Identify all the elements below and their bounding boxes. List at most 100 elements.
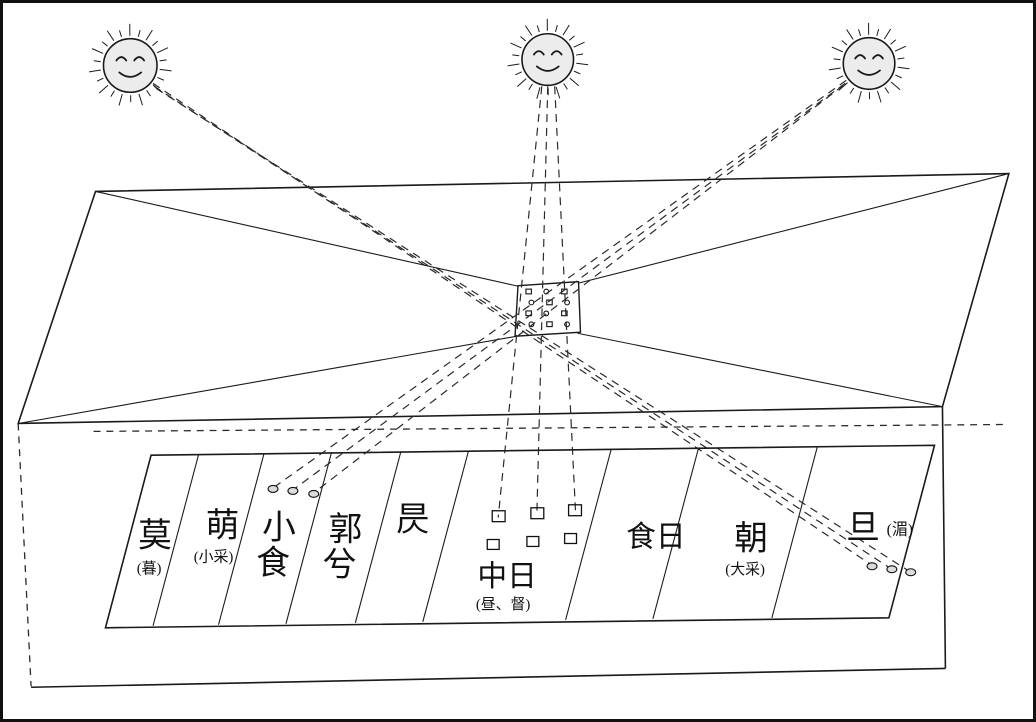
skylight-oracle-glyph <box>528 299 535 306</box>
box-left-hidden-edge <box>17 423 32 687</box>
panel-label-guoxi-2: 兮 <box>323 547 357 584</box>
time-strip-outline <box>104 444 936 629</box>
roof-diagonals <box>18 173 1010 425</box>
strip-divider-7 <box>652 448 700 619</box>
panel-label-shiri: 食日 <box>626 520 686 553</box>
shadow-dots-east-panel <box>866 562 917 577</box>
panel-label-zhongri: 中日 <box>477 560 537 593</box>
sun-east-right-eye <box>872 54 884 60</box>
diagonal-bottom-right <box>577 332 943 408</box>
sun-ray-tick <box>528 83 533 91</box>
strip-divider-5 <box>422 451 469 622</box>
sun-ray-tick <box>846 29 854 40</box>
sun-ray-tick <box>118 30 122 38</box>
noon-shadow-squares <box>486 504 583 551</box>
sun-ray-tick <box>159 59 167 62</box>
sun-ray-tick <box>156 47 169 54</box>
sun-ray-tick <box>510 42 522 49</box>
panel-label-mo: 莫 <box>138 516 172 554</box>
panel-sublabel-meng: (小采) <box>194 548 234 565</box>
sun-ray-tick <box>562 24 570 36</box>
sun-ray-tick <box>512 54 520 57</box>
sun-noon-icon <box>507 18 589 99</box>
sun-ray-tick <box>563 83 568 90</box>
strip-divider-8 <box>771 446 819 618</box>
sun-ray-tick <box>890 81 901 91</box>
sun-ray-tick <box>137 30 141 37</box>
box-bottom-front-edge <box>31 667 946 689</box>
sun-ray-tick <box>89 69 101 73</box>
sun-ray-tick <box>828 67 841 71</box>
strip-divider-2 <box>217 453 265 625</box>
panel-label-xiaoshi-1: 小 <box>262 510 296 547</box>
sun-ray-tick <box>145 29 153 41</box>
sun-evening-west-icon <box>89 23 172 106</box>
panel-label-xiaoshi-2: 食 <box>256 544 290 582</box>
panel-label-meng: 萌 <box>206 507 240 545</box>
sun-noon-smile <box>535 65 560 72</box>
sun-ray-tick <box>536 87 541 99</box>
sun-ray-tick <box>836 75 844 80</box>
panel-label-guoxi-1: 郭 <box>329 510 363 548</box>
sun-ray-tick <box>98 84 109 94</box>
suns <box>89 18 910 106</box>
ray-east-3 <box>313 84 844 494</box>
skylight-oracle-glyph <box>525 288 532 295</box>
sun-ray-tick <box>857 91 862 103</box>
panel-sublabel-dan: (湄) <box>887 521 913 539</box>
sun-ray-tick <box>890 39 897 45</box>
sun-ray-tick <box>569 77 580 87</box>
sun-ray-tick <box>897 66 910 70</box>
sun-ray-tick <box>833 58 841 61</box>
sun-ray-tick <box>573 70 581 75</box>
west-dot-1 <box>267 484 279 493</box>
skylight-oracle-glyph <box>543 310 550 317</box>
east-dot-1 <box>866 562 878 571</box>
sun-ray-tick <box>555 24 558 32</box>
ray-noon-1 <box>497 86 543 518</box>
sun-ray-tick <box>568 35 575 41</box>
sun-ray-tick <box>876 28 880 36</box>
noon-square-5 <box>526 535 540 548</box>
diagonal-bottom-left <box>18 335 518 425</box>
sun-ray-tick <box>895 74 902 79</box>
noon-square-4 <box>486 538 500 551</box>
sun-ray-tick <box>110 90 115 97</box>
sun-ray-tick <box>536 25 540 33</box>
sun-noon-disc <box>521 32 575 87</box>
skylight-frame <box>514 280 582 337</box>
panel-sublabel-mo: (暮) <box>137 560 162 577</box>
noon-square-2 <box>530 507 545 520</box>
sun-ray-lines <box>152 79 912 573</box>
sun-ray-tick <box>576 62 589 66</box>
panel-label-zhao: 朝 <box>734 520 768 557</box>
sun-ray-tick <box>884 87 890 94</box>
sun-ray-tick <box>106 30 115 41</box>
strip-divider-4 <box>354 451 402 623</box>
sun-ray-tick <box>849 87 855 95</box>
ray-east-2 <box>292 82 846 491</box>
sun-ray-tick <box>524 25 533 36</box>
strip-divider-6 <box>565 449 612 620</box>
strip-divider-3 <box>285 452 333 624</box>
sun-west-disc <box>102 37 158 94</box>
diagonal-top-left <box>95 190 521 288</box>
sun-ray-tick <box>159 68 172 72</box>
sun-ray-tick <box>146 89 151 97</box>
sun-east-left-eye <box>854 54 866 60</box>
skylight-oracle-glyph <box>528 321 535 328</box>
sun-ray-tick <box>96 77 104 82</box>
sun-east-disc <box>842 36 896 91</box>
sun-ray-tick <box>877 90 882 103</box>
sun-noon-right-eye <box>550 50 563 56</box>
west-dot-2 <box>287 486 299 495</box>
panel-sublabel-zhao: (大采) <box>725 561 765 578</box>
strip-divider-1 <box>152 454 200 626</box>
noon-square-3 <box>567 504 583 517</box>
box-back-hidden-edge <box>93 423 1009 433</box>
sun-ray-tick <box>152 84 163 93</box>
panel-labels: 莫 (暮) 萌 (小采) 小 食 郭 兮 昃 中日 (昼、督) 食日 朝 (大采… <box>137 502 913 613</box>
sun-east-smile <box>857 69 881 76</box>
sun-rays-east <box>828 22 910 103</box>
east-dot-2 <box>886 565 898 574</box>
